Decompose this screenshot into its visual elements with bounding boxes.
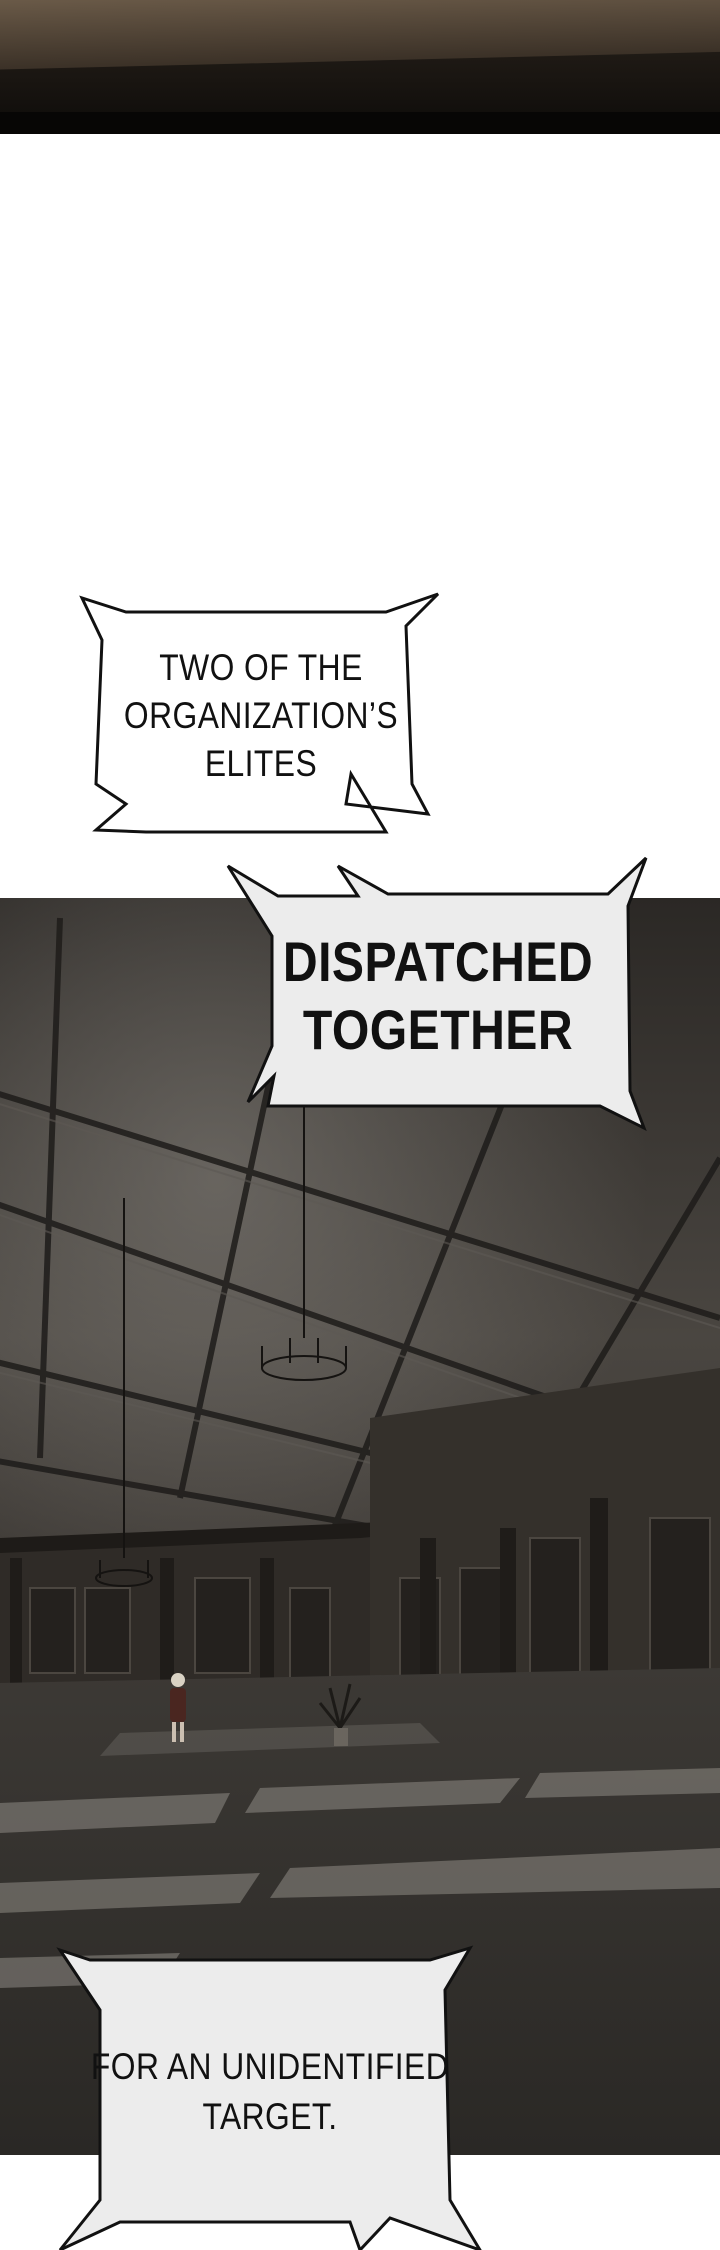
bubble-text-line: TOGETHER (302, 998, 574, 1061)
speech-bubble-organization-elites: TWO OF THE ORGANIZATION’S ELITES (79, 592, 440, 834)
bubble-text-line: FOR AN UNIDENTIFIED (90, 2046, 450, 2087)
bubble-outline (56, 1945, 482, 2250)
dark-shadow-band (0, 112, 720, 134)
standing-woman-figure (170, 1673, 186, 1742)
bubble-text-line: ELITES (204, 743, 318, 784)
bubble-outline (79, 592, 440, 834)
chandelier-small (95, 1198, 153, 1587)
bubble-text-line: ORGANIZATION’S (123, 695, 399, 736)
carpet (100, 1723, 440, 1756)
speech-bubble-unidentified-target: FOR AN UNIDENTIFIED TARGET. (56, 1945, 482, 2250)
bubble-text-line: TARGET. (202, 2096, 338, 2137)
side-wall (370, 1368, 720, 1688)
speech-bubble-dispatched-together: DISPATCHED TOGETHER (226, 856, 648, 1136)
pillars (10, 1498, 608, 1688)
bubble-outline (226, 856, 648, 1132)
potted-plant (318, 1683, 362, 1746)
bubble-text-line: TWO OF THE (159, 647, 363, 688)
bubble-text-line: DISPATCHED (282, 930, 594, 993)
ceiling-edge (0, 0, 720, 70)
sunlight-patches (0, 1768, 720, 1988)
previous-panel-edge (0, 0, 720, 134)
